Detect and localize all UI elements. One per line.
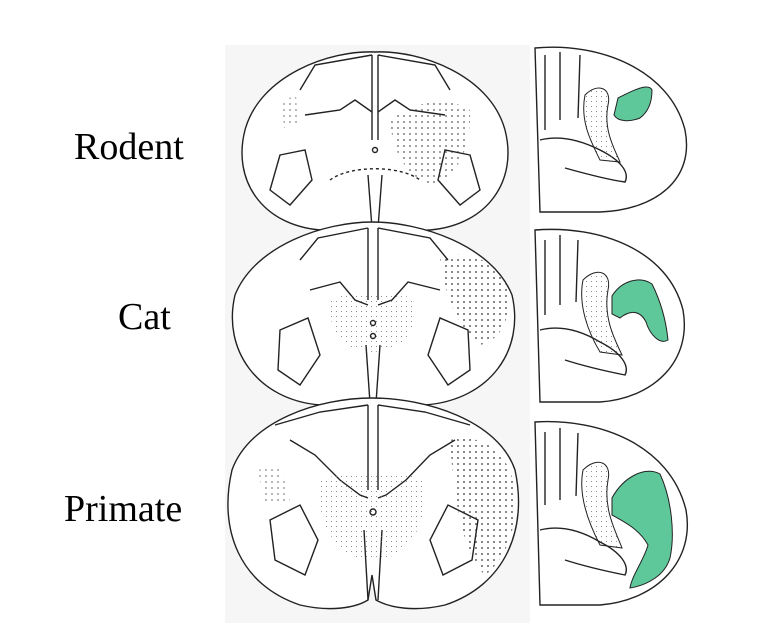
primate-section	[227, 397, 520, 610]
tract-highlight-cat	[611, 279, 669, 342]
label-cat: Cat	[118, 296, 171, 338]
label-rodent: Rodent	[74, 126, 184, 168]
primate-half-schematic	[534, 420, 688, 606]
rodent-section	[241, 51, 509, 232]
cat-half-schematic	[534, 228, 685, 403]
label-primate: Primate	[64, 488, 183, 530]
tract-highlight-rodent	[613, 86, 653, 122]
rodent-half-schematic	[534, 46, 688, 213]
tract-highlight-primate	[611, 470, 673, 589]
cat-section	[231, 221, 516, 407]
